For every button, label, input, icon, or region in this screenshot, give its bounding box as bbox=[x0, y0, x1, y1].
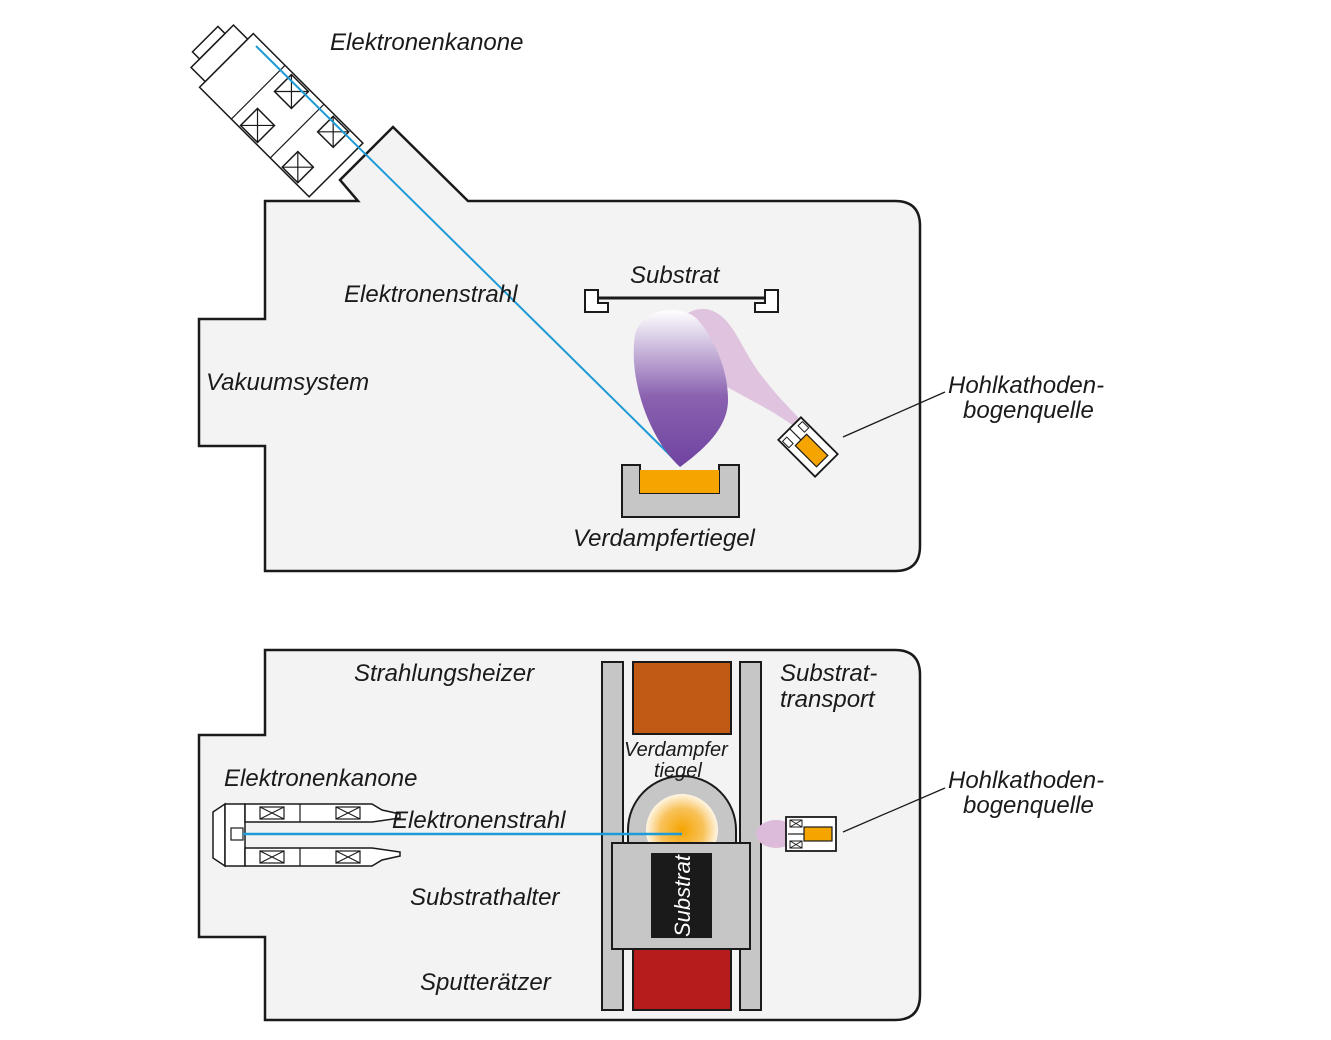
top-hollow-cathode-label-1: Hohlkathoden- bbox=[948, 372, 1104, 399]
top-crucible bbox=[621, 464, 740, 518]
top-electron-gun-label: Elektronenkanone bbox=[330, 29, 523, 56]
bottom-hollow-cathode-source bbox=[785, 816, 837, 852]
bottom-substrate-holder-label: Substrathalter bbox=[410, 884, 560, 911]
bottom-electron-gun-label: Elektronenkanone bbox=[224, 765, 417, 792]
top-electron-beam-label: Elektronenstrahl bbox=[344, 281, 518, 308]
bottom-substrate bbox=[651, 853, 712, 938]
bottom-electron-beam-label: Elektronenstrahl bbox=[392, 807, 566, 834]
top-hollow-cathode-leader bbox=[842, 391, 946, 438]
top-electron-gun bbox=[189, 23, 364, 198]
bottom-electron-gun bbox=[212, 802, 401, 868]
top-vapor-plume bbox=[633, 310, 728, 467]
top-hollow-cathode-source bbox=[777, 416, 839, 478]
bottom-hollow-cathode-leader bbox=[842, 787, 946, 833]
top-vacuum-chamber bbox=[197, 125, 922, 573]
bottom-sputter-etcher-label: Sputterätzer bbox=[420, 969, 552, 996]
bottom-crucible-label-2: tiegel bbox=[654, 760, 702, 782]
top-diagram: Elektronenkanone Elektronenstrahl Substr… bbox=[189, 23, 1104, 573]
bottom-sputter-etcher bbox=[632, 948, 732, 1011]
bottom-substrate-transport-label-1: Substrat- bbox=[780, 660, 877, 687]
top-hollow-cathode-label-2: bogenquelle bbox=[963, 397, 1094, 424]
top-substrate-holder bbox=[584, 289, 779, 313]
top-electron-beam-line bbox=[255, 45, 682, 467]
bottom-crucible-label-1: Verdampfer bbox=[624, 739, 729, 761]
bottom-diagram: Substrat bbox=[197, 648, 1104, 1022]
top-crucible-label: Verdampfertiegel bbox=[573, 525, 756, 552]
top-substrate-label: Substrat bbox=[630, 262, 721, 289]
top-vacuum-system-label: Vakuumsystem bbox=[206, 369, 369, 396]
bottom-transport-rail-left bbox=[601, 661, 624, 1011]
bottom-radiation-heater-label: Strahlungsheizer bbox=[354, 660, 535, 687]
top-melt bbox=[640, 470, 719, 493]
bottom-substrate-transport-label-2: transport bbox=[780, 686, 876, 713]
bottom-radiation-heater bbox=[632, 661, 732, 735]
bottom-hollow-cathode-label-1: Hohlkathoden- bbox=[948, 767, 1104, 794]
bottom-hollow-cathode-label-2: bogenquelle bbox=[963, 792, 1094, 819]
bottom-substrate-label: Substrat bbox=[670, 854, 695, 937]
